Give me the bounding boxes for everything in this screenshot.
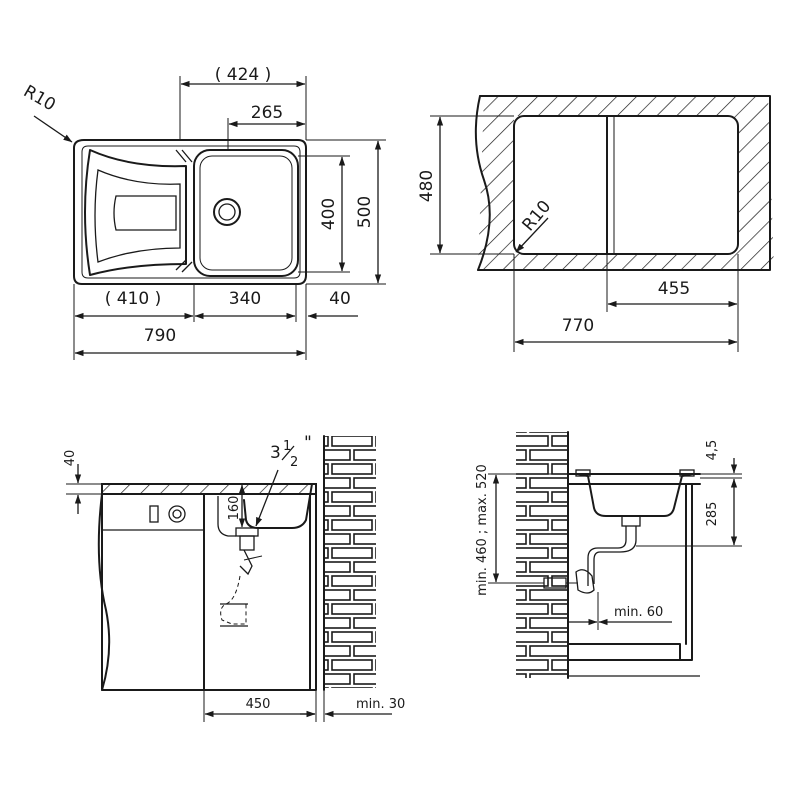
cabinet-side-break bbox=[97, 493, 111, 691]
dim-bowl-depth-label: 400 bbox=[319, 198, 339, 230]
dim-overall-width-label: 790 bbox=[144, 326, 176, 346]
dim-worktop-label: 40 bbox=[63, 450, 78, 467]
cabinet-side-view: 4,5 285 min. 460 ; max. 520 min. 60 bbox=[475, 431, 742, 679]
drain-pipe bbox=[593, 526, 637, 584]
trap-connector bbox=[239, 549, 253, 576]
drain-outlet bbox=[235, 527, 259, 537]
dim-bowl-inner-label: 265 bbox=[251, 103, 283, 123]
drain-pipe bbox=[239, 535, 255, 551]
worktop-hatch bbox=[478, 96, 774, 270]
dim-wall-gap-label: min. 30 bbox=[356, 697, 405, 712]
dim-rim-label: 4,5 bbox=[705, 440, 720, 461]
dim-bowl-depth-label: 285 bbox=[705, 502, 720, 527]
dim-bowl-width-label: 340 bbox=[229, 289, 261, 309]
dim-outlet-height-label: min. 460 ; max. 520 bbox=[475, 464, 490, 596]
cabinet-body bbox=[101, 493, 317, 691]
trap bbox=[575, 569, 595, 594]
corner-radius-label: R10 bbox=[20, 81, 59, 115]
dim-cutout-width-label: 770 bbox=[562, 316, 594, 336]
sink-bowl-section bbox=[577, 473, 693, 517]
cutout-opening bbox=[513, 115, 739, 255]
dim-wall-gap-label: min. 60 bbox=[614, 605, 663, 620]
drain-hole-inner bbox=[218, 203, 236, 221]
sink-outline bbox=[73, 139, 307, 285]
cabinet-front-view: 40 160 3 1 2 " 450 min. 30 bbox=[63, 433, 405, 722]
control-dial-inner bbox=[172, 509, 182, 519]
drain-pipe bbox=[587, 526, 627, 586]
dim-cutout-half-label: 455 bbox=[658, 279, 690, 299]
sink-bowl-section bbox=[175, 483, 313, 529]
drainer-mark bbox=[175, 149, 187, 163]
dim-bowl-outer-label: ( 424 ) bbox=[215, 65, 272, 85]
worktop-section bbox=[101, 483, 317, 495]
dim-drainer-label: ( 410 ) bbox=[105, 289, 162, 309]
worktop-break-line bbox=[474, 95, 491, 271]
fraction-bar bbox=[281, 445, 295, 461]
dim-drain-size-unit: " bbox=[304, 433, 312, 453]
dim-drain-height-label: 160 bbox=[227, 496, 242, 521]
sink-rim bbox=[575, 469, 591, 477]
worktop-outline bbox=[477, 95, 771, 271]
radius-leader bbox=[515, 217, 549, 253]
corner-radius-label: R10 bbox=[519, 197, 556, 235]
trap-connector bbox=[243, 555, 263, 561]
sink-rim bbox=[679, 469, 695, 477]
overflow-pipe bbox=[217, 496, 236, 537]
sink-bowl bbox=[193, 149, 299, 277]
radius-leader bbox=[33, 115, 73, 143]
control-dial-icon bbox=[168, 505, 186, 523]
drain-outlet bbox=[621, 515, 641, 527]
dim-side-margin-label: 40 bbox=[329, 289, 351, 309]
dim-cutout-depth-label: 480 bbox=[417, 170, 437, 202]
sink-inner-rim bbox=[81, 145, 301, 279]
drain-hole-outer bbox=[213, 198, 241, 226]
dim-drain-size-label: 3 bbox=[270, 443, 281, 463]
control-knob bbox=[149, 505, 159, 523]
dim-cabinet-width-label: 450 bbox=[246, 697, 271, 712]
drainer-mark bbox=[175, 259, 187, 271]
sink-bowl-inner bbox=[199, 155, 293, 271]
drainer-mark bbox=[181, 149, 193, 163]
drainer-groove-outer bbox=[94, 169, 181, 263]
trap-dashed bbox=[220, 575, 247, 625]
dim-overall-depth-label: 500 bbox=[355, 196, 375, 228]
dim-drain-size-fraction-num: 1 bbox=[283, 439, 291, 454]
brick-wall bbox=[516, 432, 568, 678]
drain-size-leader bbox=[255, 469, 279, 527]
dim-drain-size-fraction-den: 2 bbox=[290, 455, 298, 470]
drainer-mark bbox=[181, 261, 193, 273]
sink-top-view: R10 ( 424 ) 265 400 500 ( 410 ) 340 40 bbox=[20, 65, 386, 360]
cutout-view: R10 480 455 770 bbox=[417, 95, 774, 352]
drainer-groove-inner bbox=[113, 195, 177, 231]
brick-wall bbox=[324, 436, 376, 688]
drainer-board bbox=[84, 149, 187, 276]
